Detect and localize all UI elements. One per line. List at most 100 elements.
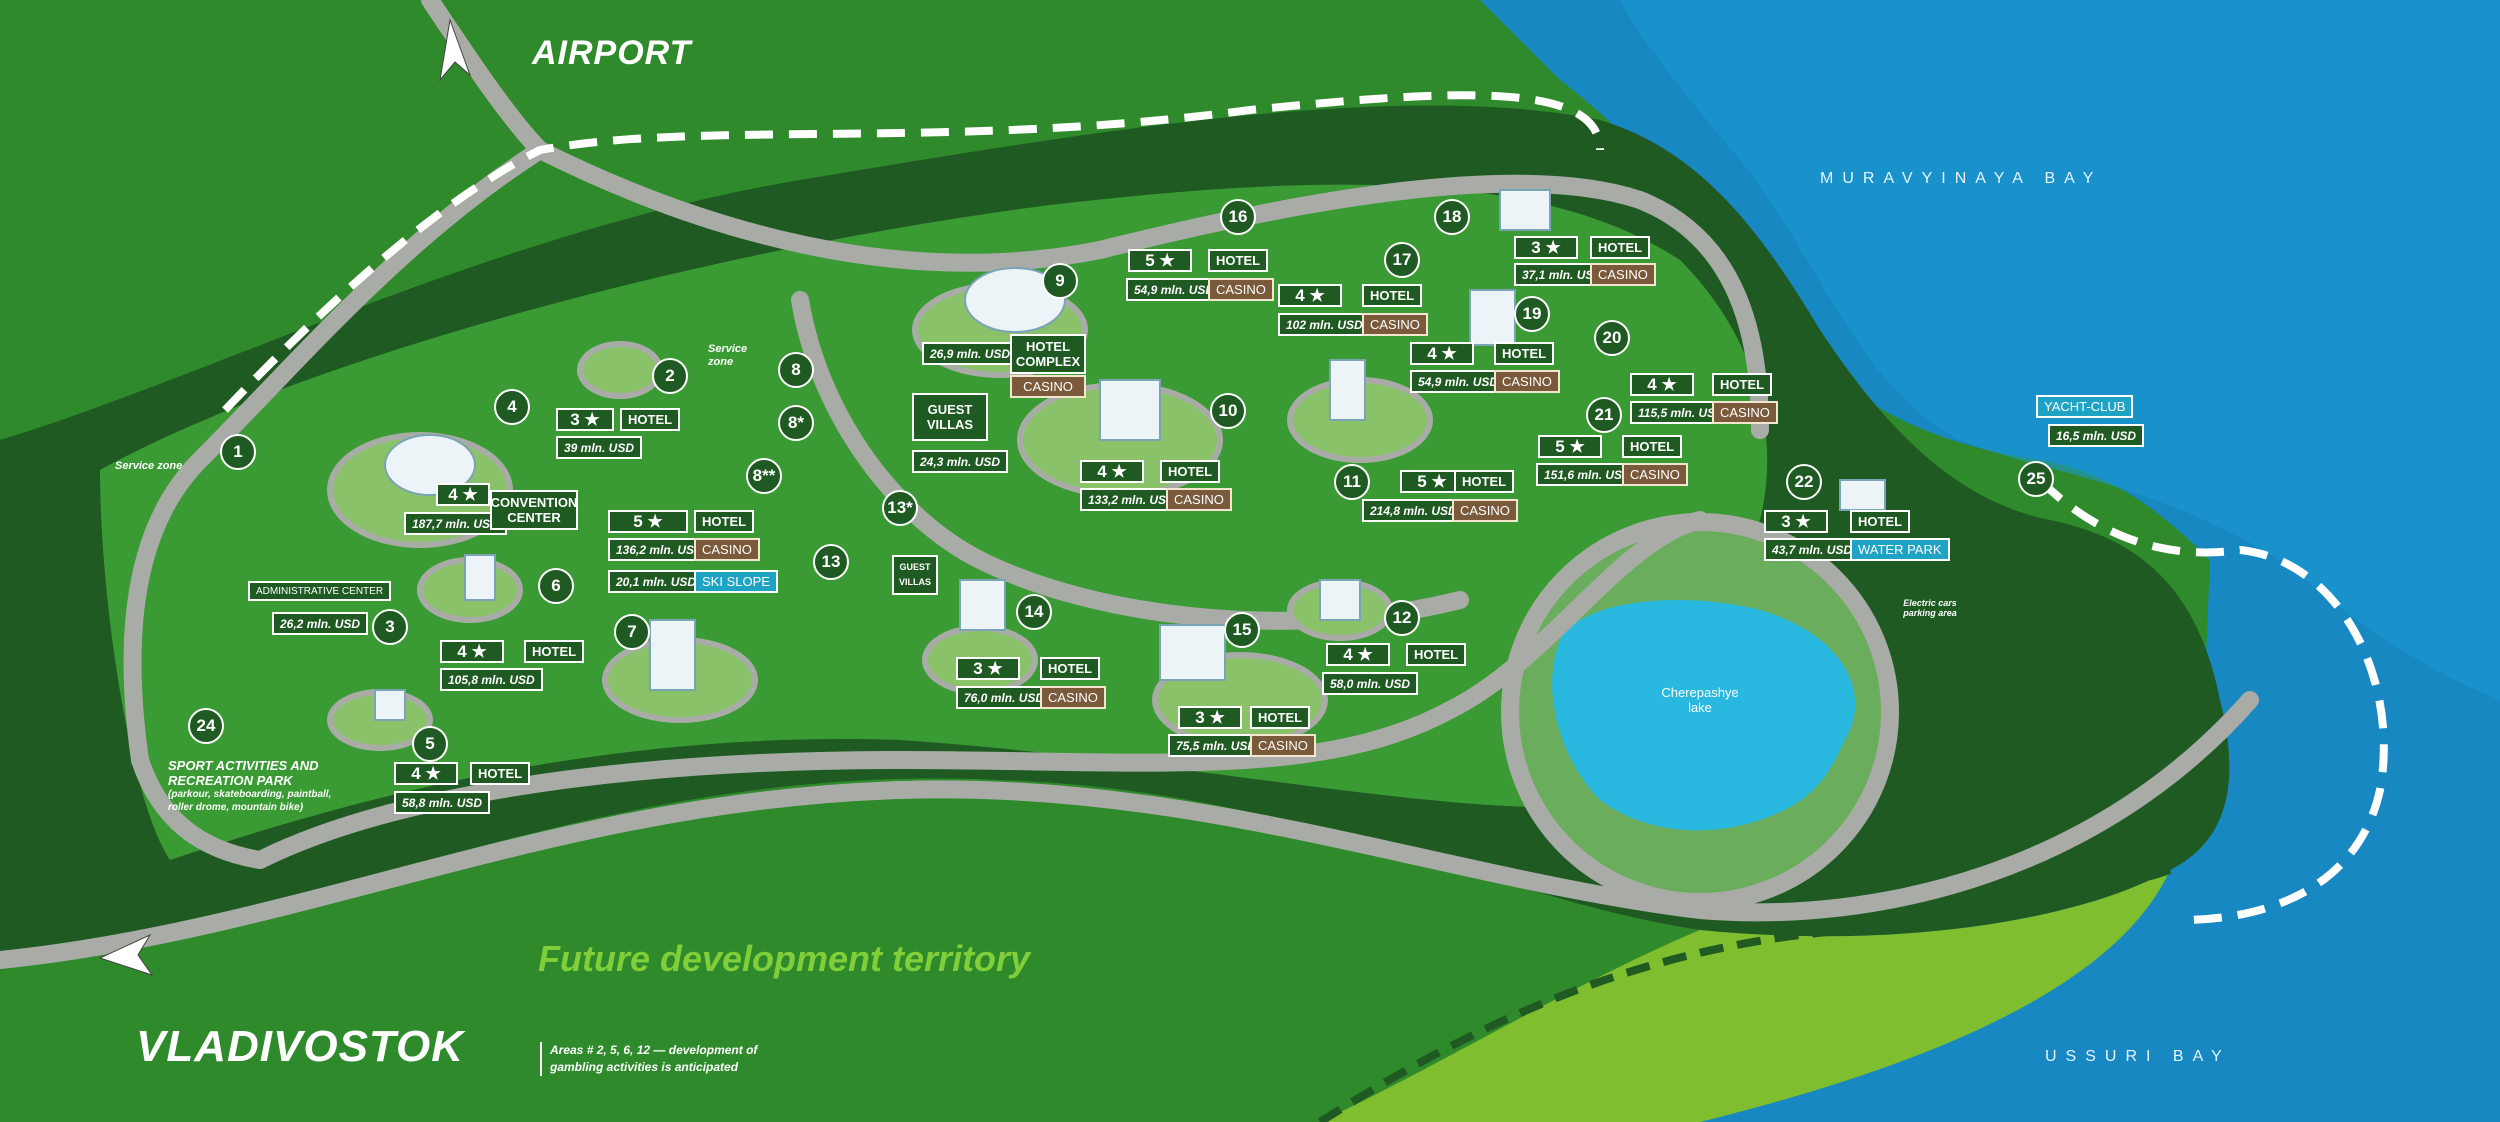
dashed-routes [222,91,2388,924]
area2-hotel: HOTEL [620,408,681,431]
area-marker-22[interactable]: 22 [1786,464,1822,500]
area-marker-1[interactable]: 1 [220,434,256,470]
area6-stars: 4 ★ [440,640,504,663]
future-development-label: Future development territory [538,938,1031,979]
area12-price: 58,0 mln. USD [1322,672,1419,695]
area10-hotel: HOTEL [1160,460,1221,483]
area11-casino: CASINO [1452,499,1518,522]
area-marker-11[interactable]: 11 [1334,464,1370,500]
area-marker-6[interactable]: 6 [538,568,574,604]
area-marker-3[interactable]: 3 [372,609,408,645]
area12-hotel: HOTEL [1406,643,1467,666]
muravyinaya-bay-label: MURAVYINAYA BAY [1820,170,2103,187]
area-marker-8a[interactable]: 8* [778,405,814,441]
area6-hotel: HOTEL [524,640,585,663]
area-marker-8b[interactable]: 8** [746,458,782,494]
area4-convention-center: CONVENTION CENTER [490,490,578,530]
area-marker-5[interactable]: 5 [412,726,448,762]
area-marker-13a[interactable]: 13* [882,490,918,526]
area20-price: 115,5 mln. USD [1630,401,1732,424]
area17-hotel: HOTEL [1362,284,1423,307]
area21-price: 151,6 mln. USD [1536,463,1639,486]
area19-price: 54,9 mln. USD [1410,370,1507,393]
gambling-note: Areas # 2, 5, 6, 12 — development of gam… [540,1042,780,1076]
area-marker-13[interactable]: 13 [813,544,849,580]
lake-label: Cherepashye lake [1661,685,1739,715]
area16-price: 54,9 mln. USD [1126,278,1223,301]
admin-center-label: ADMINISTRATIVE CENTER [248,581,392,601]
guest-villas-price: 24,3 mln. USD [912,450,1009,473]
area5-price: 58,8 mln. USD [394,791,491,814]
area15-casino: CASINO [1250,734,1316,757]
area-marker-14[interactable]: 14 [1016,594,1052,630]
area-marker-25[interactable]: 25 [2018,461,2054,497]
area14-casino: CASINO [1040,686,1106,709]
area21-hotel: HOTEL [1622,435,1683,458]
area-marker-19[interactable]: 19 [1514,296,1550,332]
area12-stars: 4 ★ [1326,643,1390,666]
area3-price: 26,2 mln. USD [272,612,369,635]
light-green-shore [1320,870,2170,1122]
area-marker-12[interactable]: 12 [1384,600,1420,636]
area19-hotel: HOTEL [1494,342,1555,365]
area17-casino: CASINO [1362,313,1428,336]
sport-park-label: SPORT ACTIVITIES AND RECREATION PARK(par… [168,758,348,814]
airport-label: AIRPORT [532,34,692,72]
area-marker-7[interactable]: 7 [614,614,650,650]
area-marker-17[interactable]: 17 [1384,242,1420,278]
area14-hotel: HOTEL [1040,657,1101,680]
area22-stars: 3 ★ [1764,510,1828,533]
area2-stars: 3 ★ [556,408,614,431]
yacht-club-label: YACHT-CLUB [2036,395,2134,418]
area15-price: 75,5 mln. USD [1168,734,1265,757]
cherepashye-lake [1552,600,1856,831]
area-marker-9[interactable]: 9 [1042,263,1078,299]
area20-hotel: HOTEL [1712,373,1773,396]
area9-price: 26,9 mln. USD [922,342,1019,365]
area15-hotel: HOTEL [1250,706,1311,729]
area-marker-24[interactable]: 24 [188,708,224,744]
city-arrow-icon [98,933,154,976]
service-zone-label-2: Service zone [708,343,748,368]
area21-casino: CASINO [1622,463,1688,486]
area18-casino: CASINO [1590,263,1656,286]
area-marker-18[interactable]: 18 [1434,199,1470,235]
area4-stars: 4 ★ [436,483,490,506]
area20-stars: 4 ★ [1630,373,1694,396]
bay-light [1620,0,2500,700]
area15-stars: 3 ★ [1178,706,1242,729]
area11-price: 214,8 mln. USD [1362,499,1465,522]
area17-stars: 4 ★ [1278,284,1342,307]
area-marker-20[interactable]: 20 [1594,320,1630,356]
area7-hotel: HOTEL [694,510,755,533]
area10-stars: 4 ★ [1080,460,1144,483]
area2-price: 39 mln. USD [556,436,643,459]
area-marker-8[interactable]: 8 [778,352,814,388]
area6-price: 105,8 mln. USD [440,668,543,691]
area-marker-16[interactable]: 16 [1220,199,1256,235]
area10-casino: CASINO [1166,488,1232,511]
area18-stars: 3 ★ [1514,236,1578,259]
area5-hotel: HOTEL [470,762,531,785]
area17-price: 102 mln. USD [1278,313,1371,336]
area22-price: 43,7 mln. USD [1764,538,1861,561]
area-marker-10[interactable]: 10 [1210,393,1246,429]
area7-price-ski: 20,1 mln. USD [608,570,705,593]
area-marker-2[interactable]: 2 [652,358,688,394]
airport-arrow-icon [439,18,472,82]
roads [0,0,2259,969]
area5-stars: 4 ★ [394,762,458,785]
area19-stars: 4 ★ [1410,342,1474,365]
area-marker-4[interactable]: 4 [494,389,530,425]
area14-stars: 3 ★ [956,657,1020,680]
ussuri-bay-label: USSURI BAY [2045,1048,2231,1065]
area-marker-15[interactable]: 15 [1224,612,1260,648]
area9-casino: CASINO [1010,375,1086,398]
sport-park-title: SPORT ACTIVITIES AND RECREATION PARK [168,758,319,788]
area7-price-casino: 136,2 mln. USD [608,538,711,561]
area19-casino: CASINO [1494,370,1560,393]
area9-hotel-complex: HOTEL COMPLEX [1010,334,1086,374]
area11-stars: 5 ★ [1400,470,1464,493]
area-marker-21[interactable]: 21 [1586,397,1622,433]
